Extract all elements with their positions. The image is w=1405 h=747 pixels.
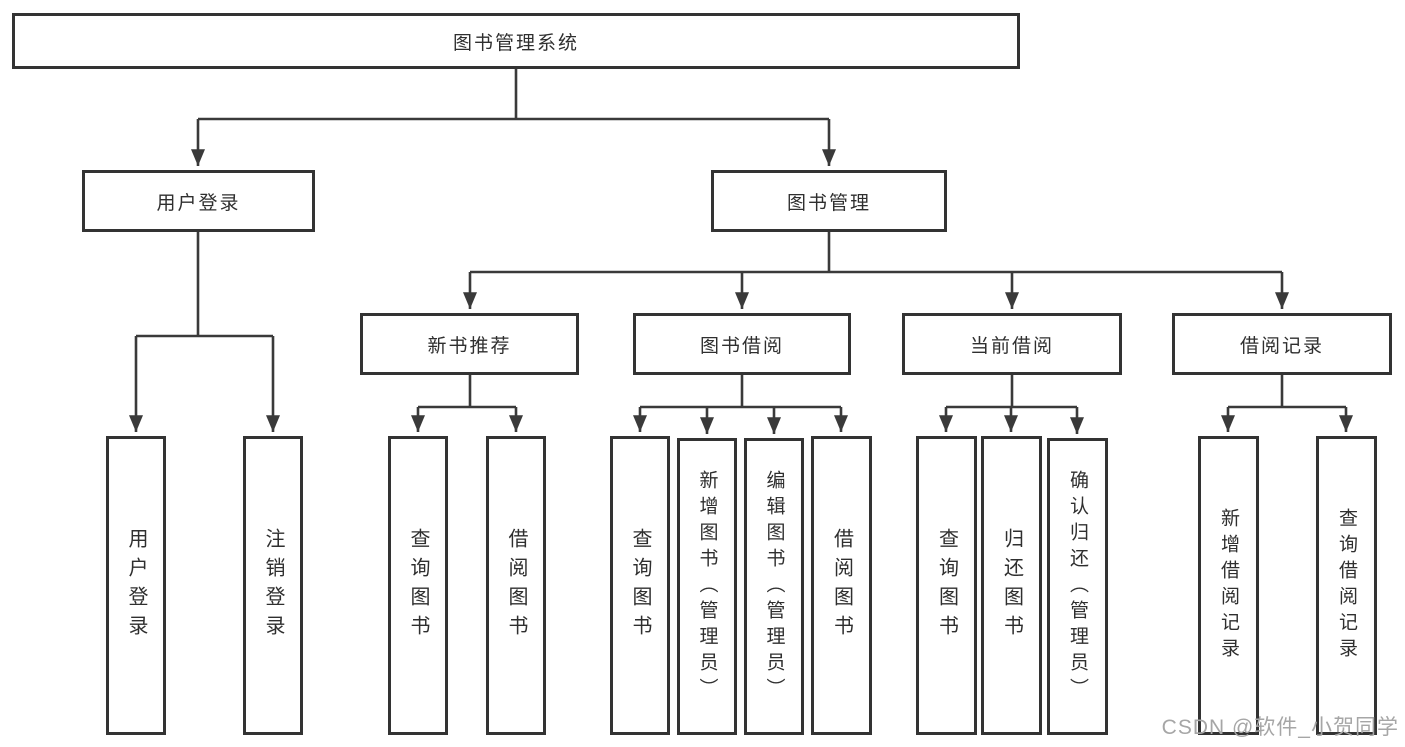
leaf-add-books-admin: 新增图书（管理员） bbox=[677, 438, 737, 735]
watermark: CSDN @软件_小贺同学 bbox=[1161, 716, 1399, 739]
leaf-query-books-current: 查询图书 bbox=[916, 436, 977, 735]
leaf-return-books: 归还图书 bbox=[981, 436, 1042, 735]
node-borrow-records: 借阅记录 bbox=[1172, 313, 1392, 375]
leaf-add-borrow-record: 新增借阅记录 bbox=[1198, 436, 1259, 735]
node-system-root: 图书管理系统 bbox=[12, 13, 1020, 69]
node-current-borrow: 当前借阅 bbox=[902, 313, 1122, 375]
leaf-confirm-return-admin: 确认归还（管理员） bbox=[1047, 438, 1108, 735]
leaf-user-login: 用户登录 bbox=[106, 436, 166, 735]
leaf-query-books-recommend: 查询图书 bbox=[388, 436, 448, 735]
node-book-management-branch: 图书管理 bbox=[711, 170, 947, 232]
leaf-borrow-books: 借阅图书 bbox=[811, 436, 872, 735]
leaf-logout: 注销登录 bbox=[243, 436, 303, 735]
leaf-edit-books-admin: 编辑图书（管理员） bbox=[744, 438, 804, 735]
node-new-book-recommend: 新书推荐 bbox=[360, 313, 579, 375]
leaf-query-borrow-record: 查询借阅记录 bbox=[1316, 436, 1377, 735]
leaf-borrow-books-recommend: 借阅图书 bbox=[486, 436, 546, 735]
leaf-query-books-borrow: 查询图书 bbox=[610, 436, 670, 735]
node-book-borrow: 图书借阅 bbox=[633, 313, 851, 375]
node-user-login-branch: 用户登录 bbox=[82, 170, 315, 232]
